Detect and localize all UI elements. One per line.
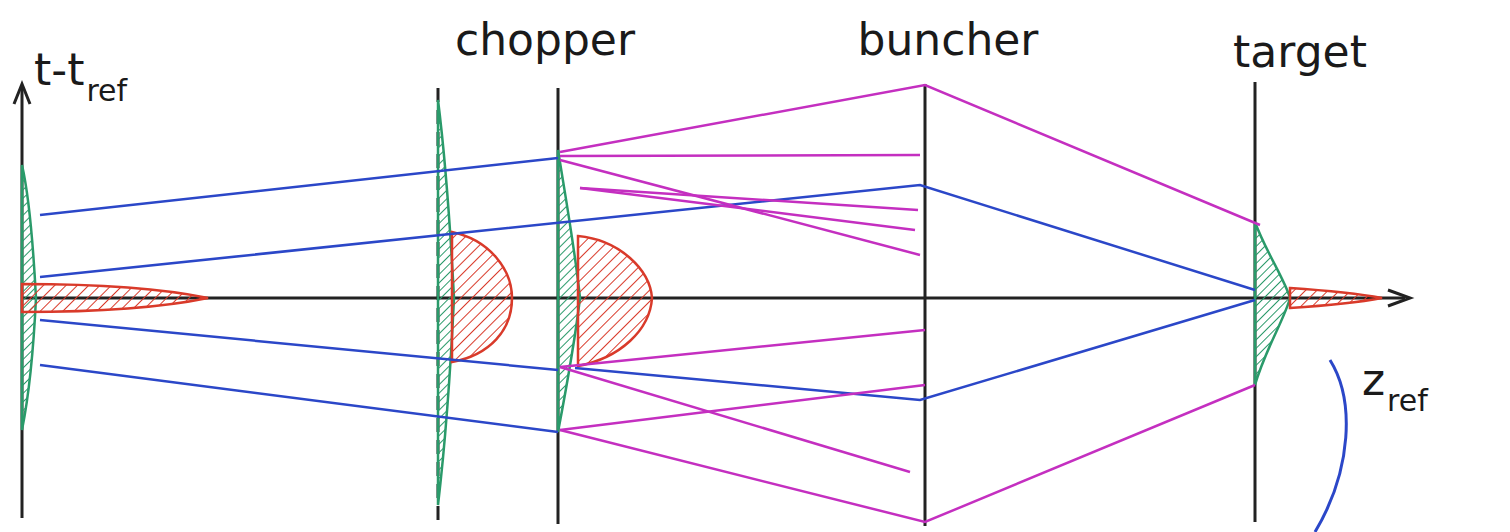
magenta-trajectories — [560, 85, 1260, 522]
time-distributions — [22, 100, 1290, 505]
planes — [438, 82, 1255, 526]
axis-label: z — [1362, 358, 1385, 402]
energy-distributions — [22, 232, 1382, 366]
plane-label: target — [1233, 30, 1367, 74]
blue-trajectories — [40, 158, 1255, 432]
plane-label: buncher — [858, 18, 1039, 62]
plane-label: chopper — [455, 18, 635, 62]
axis-subscript: ref — [86, 76, 127, 106]
axes — [14, 84, 1410, 518]
axis-label: t-t — [34, 48, 84, 92]
pen-stroke — [1315, 360, 1346, 532]
axis-subscript: ref — [1387, 386, 1428, 416]
